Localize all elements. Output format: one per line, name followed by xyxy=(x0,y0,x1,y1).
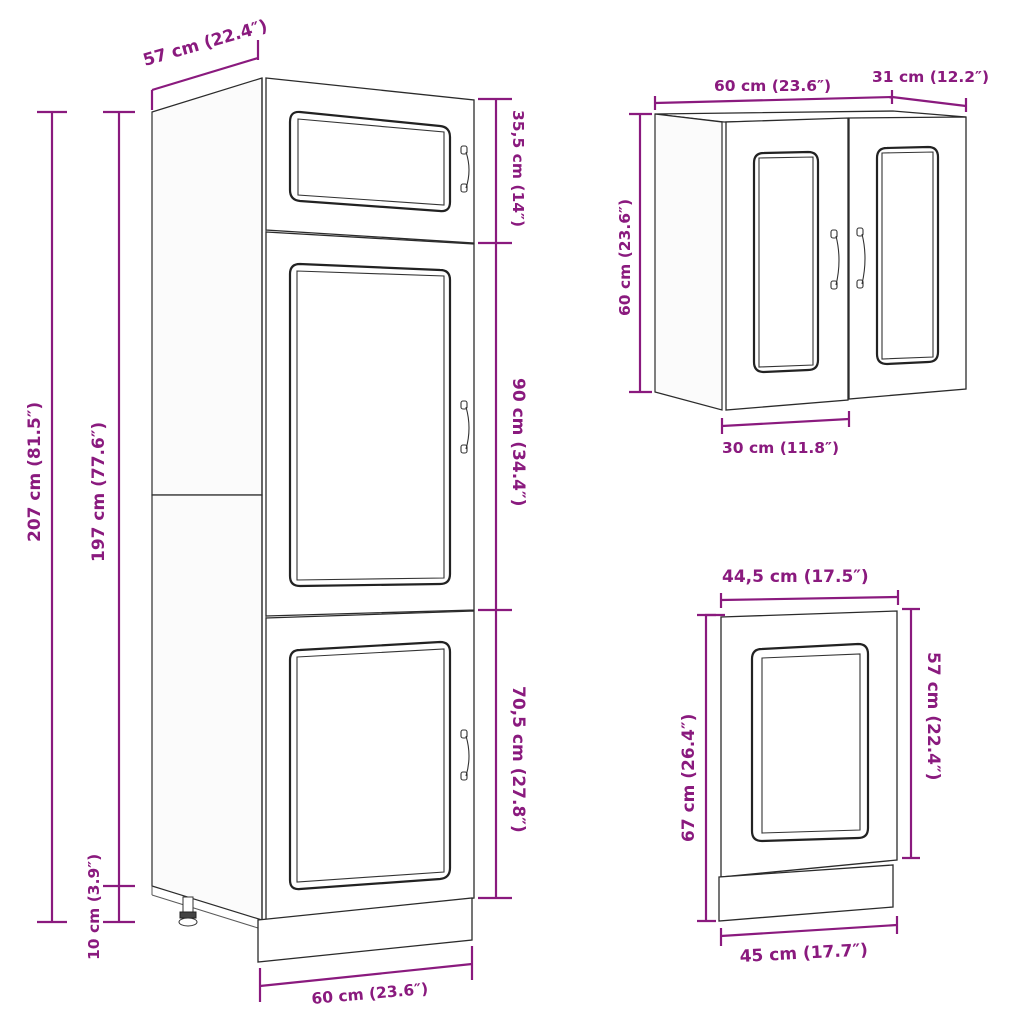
dimension-body-height: 197 cm (77.6″) 10 cm (3.9″) xyxy=(85,110,135,960)
dishwasher-plinth xyxy=(718,864,894,922)
label-width-bottom: 60 cm (23.6″) xyxy=(311,980,429,1008)
label-body-height: 197 cm (77.6″) xyxy=(89,422,109,562)
tall-cabinet-side-lower xyxy=(151,494,263,921)
handle-icon xyxy=(830,229,840,290)
dimension-panel-height: 57 cm (22.4″) xyxy=(902,607,943,860)
handle-icon xyxy=(460,145,470,193)
label-panel-height: 57 cm (22.4″) xyxy=(923,652,943,780)
tall-cabinet-side-upper xyxy=(151,77,263,496)
dimension-panel-total-height: 67 cm (26.4″) xyxy=(679,613,725,923)
tall-cabinet-top-door xyxy=(265,77,475,244)
leveling-foot-icon xyxy=(178,896,198,927)
handle-icon xyxy=(856,227,866,289)
label-wall-depth: 31 cm (12.2″) xyxy=(872,68,989,86)
label-door-top: 35,5 cm (14″) xyxy=(509,110,527,227)
label-plinth-width: 45 cm (17.7″) xyxy=(739,940,868,967)
wall-cabinet-right-door xyxy=(848,116,967,400)
tall-cabinet: 57 cm (22.4″) 207 cm (81.5″) 197 cm (77.… xyxy=(25,16,528,1008)
label-wall-door-width: 30 cm (11.8″) xyxy=(722,439,839,457)
tall-cabinet-bottom-door xyxy=(265,610,475,921)
dimension-total-height: 207 cm (81.5″) xyxy=(25,110,67,924)
dishwasher-door-panel xyxy=(720,610,898,878)
label-depth-top: 57 cm (22.4″) xyxy=(141,16,270,71)
dimension-wall-height: 60 cm (23.6″) xyxy=(616,112,652,394)
tall-cabinet-plinth xyxy=(257,897,473,963)
handle-icon xyxy=(460,729,470,781)
dimension-panel-width: 44,5 cm (17.5″) xyxy=(719,567,900,608)
label-plinth-height: 10 cm (3.9″) xyxy=(85,854,103,960)
wall-cabinet-side xyxy=(654,113,723,411)
label-panel-width: 44,5 cm (17.5″) xyxy=(722,567,869,587)
dimension-plinth-width: 45 cm (17.7″) xyxy=(719,916,899,967)
dimension-wall-width-depth: 60 cm (23.6″) 31 cm (12.2″) xyxy=(653,68,989,112)
wall-cabinet-left-door xyxy=(725,117,849,411)
label-total-height: 207 cm (81.5″) xyxy=(25,402,45,542)
handle-icon xyxy=(460,400,470,454)
label-panel-total-height: 67 cm (26.4″) xyxy=(679,714,699,842)
dimension-door-heights: 35,5 cm (14″) 90 cm (34.4″) 70,5 cm (27.… xyxy=(478,97,528,900)
label-wall-height: 60 cm (23.6″) xyxy=(616,199,634,316)
label-wall-width: 60 cm (23.6″) xyxy=(714,77,831,95)
tall-cabinet-middle-door xyxy=(265,231,475,617)
label-door-middle: 90 cm (34.4″) xyxy=(508,378,528,506)
label-door-bottom: 70,5 cm (27.8″) xyxy=(508,686,528,833)
dishwasher-panel: 44,5 cm (17.5″) 67 cm (26.4″) 57 cm (22.… xyxy=(679,567,943,967)
dimension-wall-door-width: 30 cm (11.8″) xyxy=(720,411,851,457)
wall-cabinet: 60 cm (23.6″) 31 cm (12.2″) 60 cm (23.6″… xyxy=(616,68,989,457)
